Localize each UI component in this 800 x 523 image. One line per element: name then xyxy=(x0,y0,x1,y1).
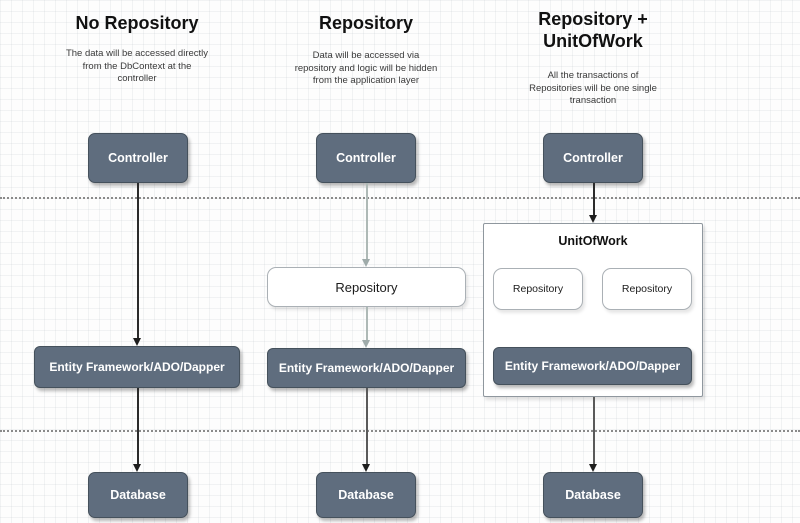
unitofwork-label: UnitOfWork xyxy=(558,234,628,248)
ef-ado-dapper-label: Entity Framework/ADO/Dapper xyxy=(278,361,455,375)
database-label: Database xyxy=(338,488,394,502)
controller-node: Controller xyxy=(316,133,416,183)
controller-node: Controller xyxy=(88,133,188,183)
database-node: Database xyxy=(543,472,643,518)
arrowhead-icon xyxy=(133,338,141,346)
database-node: Database xyxy=(316,472,416,518)
arrowhead-icon xyxy=(362,340,370,348)
layer-divider-bottom xyxy=(0,430,800,432)
database-node: Database xyxy=(88,472,188,518)
repository-node: Repository xyxy=(267,267,466,307)
arrowhead-icon xyxy=(589,215,597,223)
arrow-controller-to-ef xyxy=(137,183,139,339)
column-subtitle-repository: Data will be accessed via repository and… xyxy=(294,50,438,86)
repository-label: Repository xyxy=(335,279,398,295)
arrow-repository-to-ef xyxy=(366,307,368,340)
repository-label: Repository xyxy=(621,283,673,295)
column-title-repository: Repository xyxy=(318,13,414,33)
column-title-repository-unitofwork: Repository + UnitOfWork xyxy=(538,9,648,51)
arrow-unitofwork-to-database xyxy=(593,397,595,464)
repository-label: Repository xyxy=(512,283,564,295)
arrow-ef-to-database xyxy=(366,388,368,464)
layer-divider-top xyxy=(0,197,800,199)
column-subtitle-repository-unitofwork: All the transactions of Repositories wil… xyxy=(529,70,657,106)
ef-ado-dapper-node: Entity Framework/ADO/Dapper xyxy=(493,347,692,385)
arrowhead-icon xyxy=(362,464,370,472)
controller-node: Controller xyxy=(543,133,643,183)
controller-label: Controller xyxy=(336,151,396,165)
ef-ado-dapper-label: Entity Framework/ADO/Dapper xyxy=(49,360,225,374)
arrowhead-icon xyxy=(589,464,597,472)
column-title-no-repository: No Repository xyxy=(75,13,199,33)
database-label: Database xyxy=(565,488,621,502)
arrow-ef-to-database xyxy=(137,388,139,464)
arrow-controller-to-unitofwork xyxy=(593,183,595,216)
database-label: Database xyxy=(110,488,166,502)
controller-label: Controller xyxy=(108,151,168,165)
controller-label: Controller xyxy=(563,151,623,165)
column-subtitle-no-repository: The data will be accessed directly from … xyxy=(65,48,209,84)
repository-node-left: Repository xyxy=(493,268,583,310)
arrowhead-icon xyxy=(362,259,370,267)
arrowhead-icon xyxy=(133,464,141,472)
ef-ado-dapper-label: Entity Framework/ADO/Dapper xyxy=(504,359,681,373)
ef-ado-dapper-node: Entity Framework/ADO/Dapper xyxy=(267,348,466,388)
arrow-controller-to-repository xyxy=(366,183,368,259)
repository-node-right: Repository xyxy=(602,268,692,310)
ef-ado-dapper-node: Entity Framework/ADO/Dapper xyxy=(34,346,240,388)
